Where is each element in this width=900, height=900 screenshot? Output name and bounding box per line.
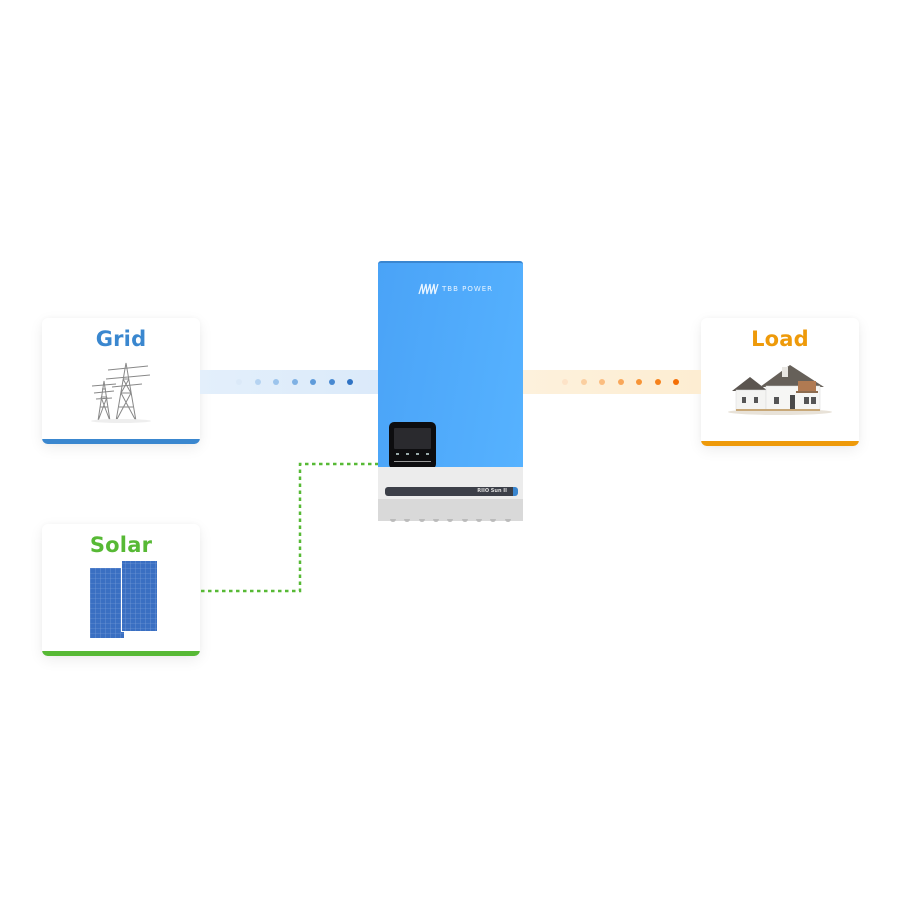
inverter-body: TBB POWER bbox=[378, 261, 523, 469]
display-button bbox=[416, 453, 419, 455]
terminal bbox=[447, 519, 454, 522]
grid-title: Grid bbox=[95, 327, 147, 351]
flow-dot bbox=[291, 379, 298, 385]
grid-card: Grid bbox=[42, 318, 200, 444]
load-accent-bar bbox=[701, 441, 859, 446]
flow-dot bbox=[580, 379, 587, 385]
solar-accent-bar bbox=[42, 651, 200, 656]
brand-name: TBB POWER bbox=[442, 285, 494, 293]
flow-dot bbox=[328, 379, 335, 385]
terminal bbox=[490, 519, 497, 522]
grid-accent-bar bbox=[42, 439, 200, 444]
display-buttons bbox=[396, 453, 429, 455]
grid-to-inverter-flow bbox=[200, 370, 378, 394]
solar-connector-path bbox=[201, 462, 378, 593]
inverter-terminals bbox=[378, 519, 523, 525]
display-button bbox=[406, 453, 409, 455]
terminal bbox=[476, 519, 483, 522]
solar-title: Solar bbox=[89, 533, 153, 557]
display-button bbox=[426, 453, 429, 455]
flow-dot bbox=[636, 379, 642, 385]
terminal bbox=[390, 519, 397, 522]
terminal bbox=[433, 519, 440, 522]
terminal bbox=[418, 519, 425, 522]
solar-card: Solar bbox=[42, 524, 200, 656]
display-divider bbox=[394, 461, 431, 462]
inverter-display bbox=[389, 422, 436, 469]
flow-dot bbox=[273, 379, 279, 385]
lcd-screen bbox=[394, 428, 431, 449]
solar-panel-icon bbox=[89, 560, 158, 639]
inverter: TBB POWER RIIO Sun II bbox=[378, 261, 523, 525]
inverter-to-load-flow bbox=[523, 370, 701, 394]
terminal bbox=[504, 519, 511, 522]
display-button bbox=[396, 453, 399, 455]
inverter-lower-panel: RIIO Sun II bbox=[378, 467, 523, 499]
load-title: Load bbox=[751, 327, 809, 351]
flow-dot bbox=[562, 379, 568, 385]
flow-dot bbox=[310, 379, 316, 385]
house-icon bbox=[728, 365, 832, 415]
model-label-strip: RIIO Sun II bbox=[385, 487, 518, 496]
flow-dot bbox=[599, 379, 605, 385]
flow-dot bbox=[654, 379, 661, 385]
inverter-base bbox=[378, 499, 523, 521]
terminal bbox=[404, 519, 411, 522]
flow-dot bbox=[236, 379, 242, 385]
brand-logo-icon bbox=[418, 283, 439, 295]
load-card: Load bbox=[701, 318, 859, 446]
flow-dot bbox=[347, 379, 353, 385]
terminal bbox=[461, 519, 468, 522]
model-name: RIIO Sun II bbox=[477, 488, 507, 494]
flow-dot bbox=[673, 379, 679, 385]
power-tower-icon bbox=[91, 362, 151, 423]
flow-dot bbox=[617, 379, 624, 385]
flow-dot bbox=[254, 379, 261, 385]
